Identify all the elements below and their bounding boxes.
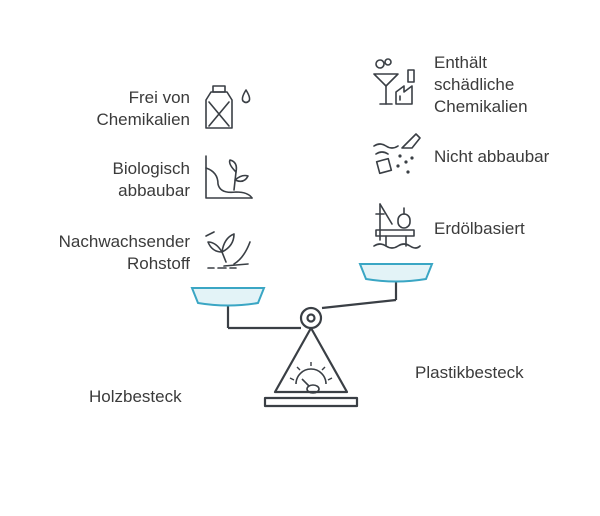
non-degradable-waste-icon (373, 133, 421, 175)
title-wooden-cutlery: Holzbesteck (89, 387, 182, 406)
harmful-chemicals-factory-icon (373, 58, 415, 105)
renewable-hand-plant-icon (205, 231, 251, 269)
biodegradable-plant-icon (205, 155, 253, 199)
right-pan (358, 263, 434, 283)
scale-stand (263, 306, 359, 408)
label-petroleum-based: Erdölbasiert (434, 219, 525, 238)
chemical-free-bottle-icon (205, 85, 251, 129)
scale-beam (226, 280, 398, 330)
oil-rig-icon (373, 203, 421, 249)
label-non-degradable: Nicht abbaubar (434, 147, 550, 166)
label-harmful-chemicals: Enthält schädliche Chemikalien (434, 53, 528, 116)
label-biodegradable: Biologisch abbaubar (112, 159, 191, 200)
left-pan (190, 287, 266, 307)
label-renewable: Nachwachsender Rohstoff (58, 232, 190, 273)
label-chemical-free: Frei von Chemikalien (96, 88, 190, 129)
title-plastic-cutlery: Plastikbesteck (415, 363, 524, 382)
